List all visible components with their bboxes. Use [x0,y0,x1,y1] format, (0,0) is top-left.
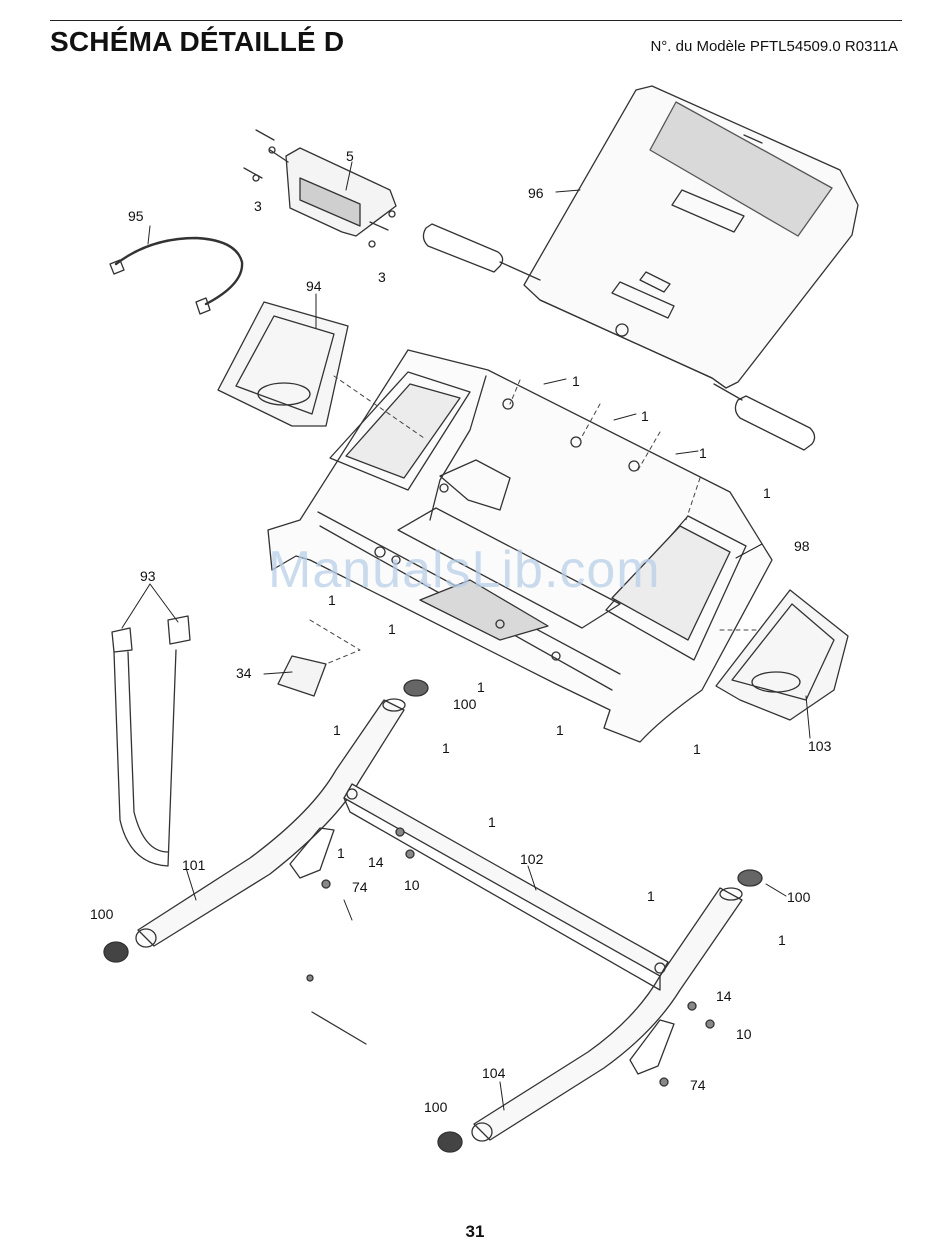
callout-1: 1 [556,723,564,737]
callout-100: 100 [453,697,476,711]
upright-101 [136,699,405,947]
tray-94 [218,302,348,426]
callout-10: 10 [736,1027,752,1041]
callout-94: 94 [306,279,322,293]
callout-104: 104 [482,1066,505,1080]
cover-34 [278,656,326,696]
callout-101: 101 [182,858,205,872]
callout-34: 34 [236,666,252,680]
page-number: 31 [0,1222,950,1242]
callout-1: 1 [641,409,649,423]
wire-95 [110,238,242,314]
upright-104 [472,888,742,1141]
callout-1: 1 [388,622,396,636]
callout-1: 1 [337,846,345,860]
callout-3: 3 [254,199,262,213]
callout-100: 100 [424,1100,447,1114]
strap-93 [112,616,190,866]
callout-10: 10 [404,878,420,892]
rod [312,1012,366,1044]
callout-14: 14 [368,855,384,869]
handle-grip-right [714,384,815,450]
callout-93: 93 [140,569,156,583]
watermark: ManualsLib.com [268,540,661,600]
callout-98: 98 [794,539,810,553]
callout-1: 1 [333,723,341,737]
console-top-96 [524,86,858,388]
callout-1: 1 [647,889,655,903]
callout-1: 1 [699,446,707,460]
callout-74: 74 [352,880,368,894]
callout-14: 14 [716,989,732,1003]
callout-1: 1 [442,741,450,755]
callout-1: 1 [488,815,496,829]
callout-103: 103 [808,739,831,753]
callout-1: 1 [763,486,771,500]
callout-100: 100 [90,907,113,921]
callout-1: 1 [572,374,580,388]
callout-96: 96 [528,186,544,200]
callout-95: 95 [128,209,144,223]
callout-102: 102 [520,852,543,866]
callout-1: 1 [693,742,701,756]
handle-grip-left [423,224,540,280]
bracket-5 [244,130,396,247]
callout-5: 5 [346,149,354,163]
crossbar-102 [344,784,668,990]
callout-74: 74 [690,1078,706,1092]
callout-3: 3 [378,270,386,284]
callout-100: 100 [787,890,810,904]
callout-1: 1 [477,680,485,694]
callout-1: 1 [778,933,786,947]
